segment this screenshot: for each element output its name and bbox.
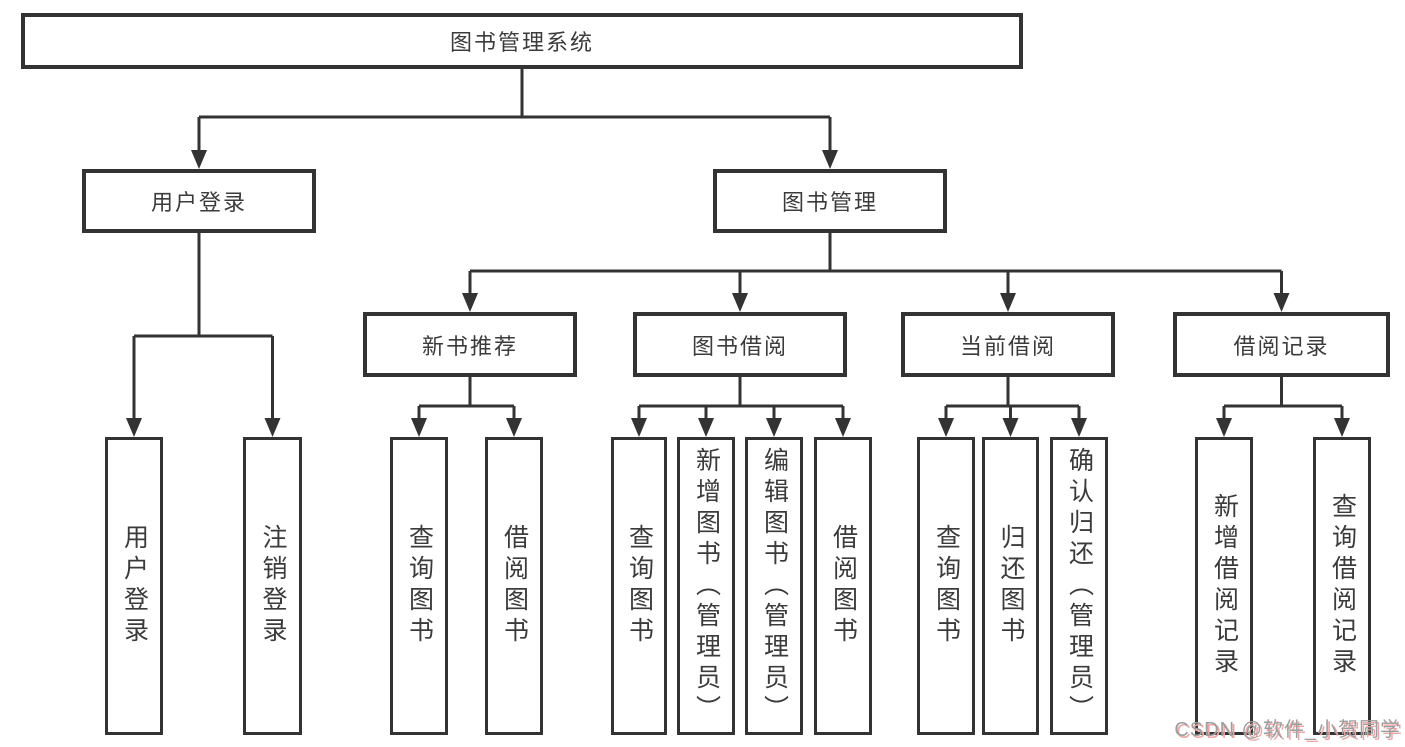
leaf-borrowing-add-books-admin: 新增图书（管理员）	[677, 437, 735, 735]
node-root: 图书管理系统	[21, 13, 1023, 69]
arrowhead	[732, 293, 748, 312]
node-new-book-recommend-label: 新书推荐	[421, 333, 518, 359]
leaf-recommend-borrow-books: 借阅图书	[485, 437, 543, 735]
leaf-user-login: 用户登录	[105, 437, 163, 735]
arrowhead	[631, 418, 647, 437]
leaf-borrowing-edit-books-admin: 编辑图书（管理员）	[745, 437, 803, 735]
leaf-current-confirm-return-admin: 确认归还（管理员）	[1050, 437, 1108, 735]
leaf-records-query-record: 查询借阅记录	[1313, 437, 1371, 735]
node-new-book-recommend: 新书推荐	[363, 312, 577, 377]
arrowhead	[1000, 293, 1016, 312]
node-book-borrowing: 图书借阅	[633, 312, 847, 377]
leaf-user-login-label: 用户登录	[120, 524, 149, 648]
arrowhead	[126, 418, 142, 437]
arrowhead	[938, 418, 954, 437]
arrowhead	[1216, 418, 1232, 437]
leaf-borrowing-add-books-admin-label: 新增图书（管理员）	[692, 446, 721, 726]
leaf-logout: 注销登录	[243, 437, 302, 735]
leaf-current-confirm-return-admin-label: 确认归还（管理员）	[1065, 446, 1094, 726]
arrowhead	[264, 418, 281, 437]
node-user-login-label: 用户登录	[150, 190, 247, 215]
leaf-current-query-books: 查询图书	[917, 437, 975, 735]
leaf-borrowing-query-books: 查询图书	[611, 437, 667, 735]
arrowhead	[835, 418, 851, 437]
leaf-borrowing-edit-books-admin-label: 编辑图书（管理员）	[760, 446, 789, 726]
node-root-label: 图书管理系统	[449, 30, 594, 55]
arrowhead	[766, 418, 782, 437]
arrowhead	[1334, 418, 1350, 437]
arrowhead	[1273, 293, 1290, 312]
node-current-borrowing: 当前借阅	[901, 312, 1115, 377]
leaf-recommend-query-books: 查询图书	[390, 437, 448, 735]
arrowhead	[411, 418, 427, 437]
leaf-current-query-books-label: 查询图书	[932, 524, 961, 648]
arrowhead	[506, 418, 522, 437]
leaf-records-add-record: 新增借阅记录	[1195, 437, 1253, 735]
node-current-borrowing-label: 当前借阅	[959, 333, 1056, 359]
node-borrowing-records: 借阅记录	[1173, 312, 1390, 377]
leaf-records-query-record-label: 查询借阅记录	[1328, 493, 1357, 679]
leaf-recommend-query-books-label: 查询图书	[405, 524, 434, 648]
csdn-watermark: CSDN @软件_小贺同学	[1174, 719, 1401, 741]
arrowhead	[1002, 418, 1019, 437]
arrowhead	[1071, 418, 1087, 437]
arrowhead	[462, 293, 478, 312]
leaf-borrowing-query-books-label: 查询图书	[625, 524, 654, 648]
leaf-borrowing-borrow-books: 借阅图书	[814, 437, 872, 735]
arrowhead	[698, 418, 714, 437]
node-user-login: 用户登录	[82, 169, 316, 233]
leaf-logout-label: 注销登录	[259, 524, 287, 648]
leaf-borrowing-borrow-books-label: 借阅图书	[829, 524, 858, 648]
node-book-management-label: 图书管理	[781, 190, 878, 215]
node-book-management: 图书管理	[713, 169, 947, 233]
leaf-current-return-books-label: 归还图书	[997, 524, 1025, 648]
node-borrowing-records-label: 借阅记录	[1233, 333, 1330, 359]
arrowhead	[191, 150, 207, 169]
node-book-borrowing-label: 图书借阅	[691, 333, 788, 359]
leaf-recommend-borrow-books-label: 借阅图书	[500, 524, 529, 648]
leaf-current-return-books: 归还图书	[982, 437, 1039, 735]
leaf-records-add-record-label: 新增借阅记录	[1210, 493, 1239, 679]
arrowhead	[822, 150, 838, 169]
